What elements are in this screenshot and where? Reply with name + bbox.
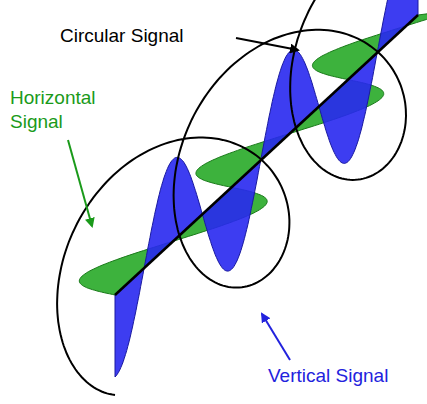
leader-arrow (68, 140, 92, 226)
circular-helix (57, 0, 427, 395)
circular-label: Circular Signal (60, 24, 235, 48)
leader-arrow (262, 314, 290, 360)
horizontal-label: Horizontal Signal (10, 86, 128, 134)
vertical-label: Vertical Signal (268, 364, 423, 388)
propagation-axis (115, 15, 418, 295)
wave-shape (115, 0, 418, 377)
leader-arrow (236, 38, 298, 50)
